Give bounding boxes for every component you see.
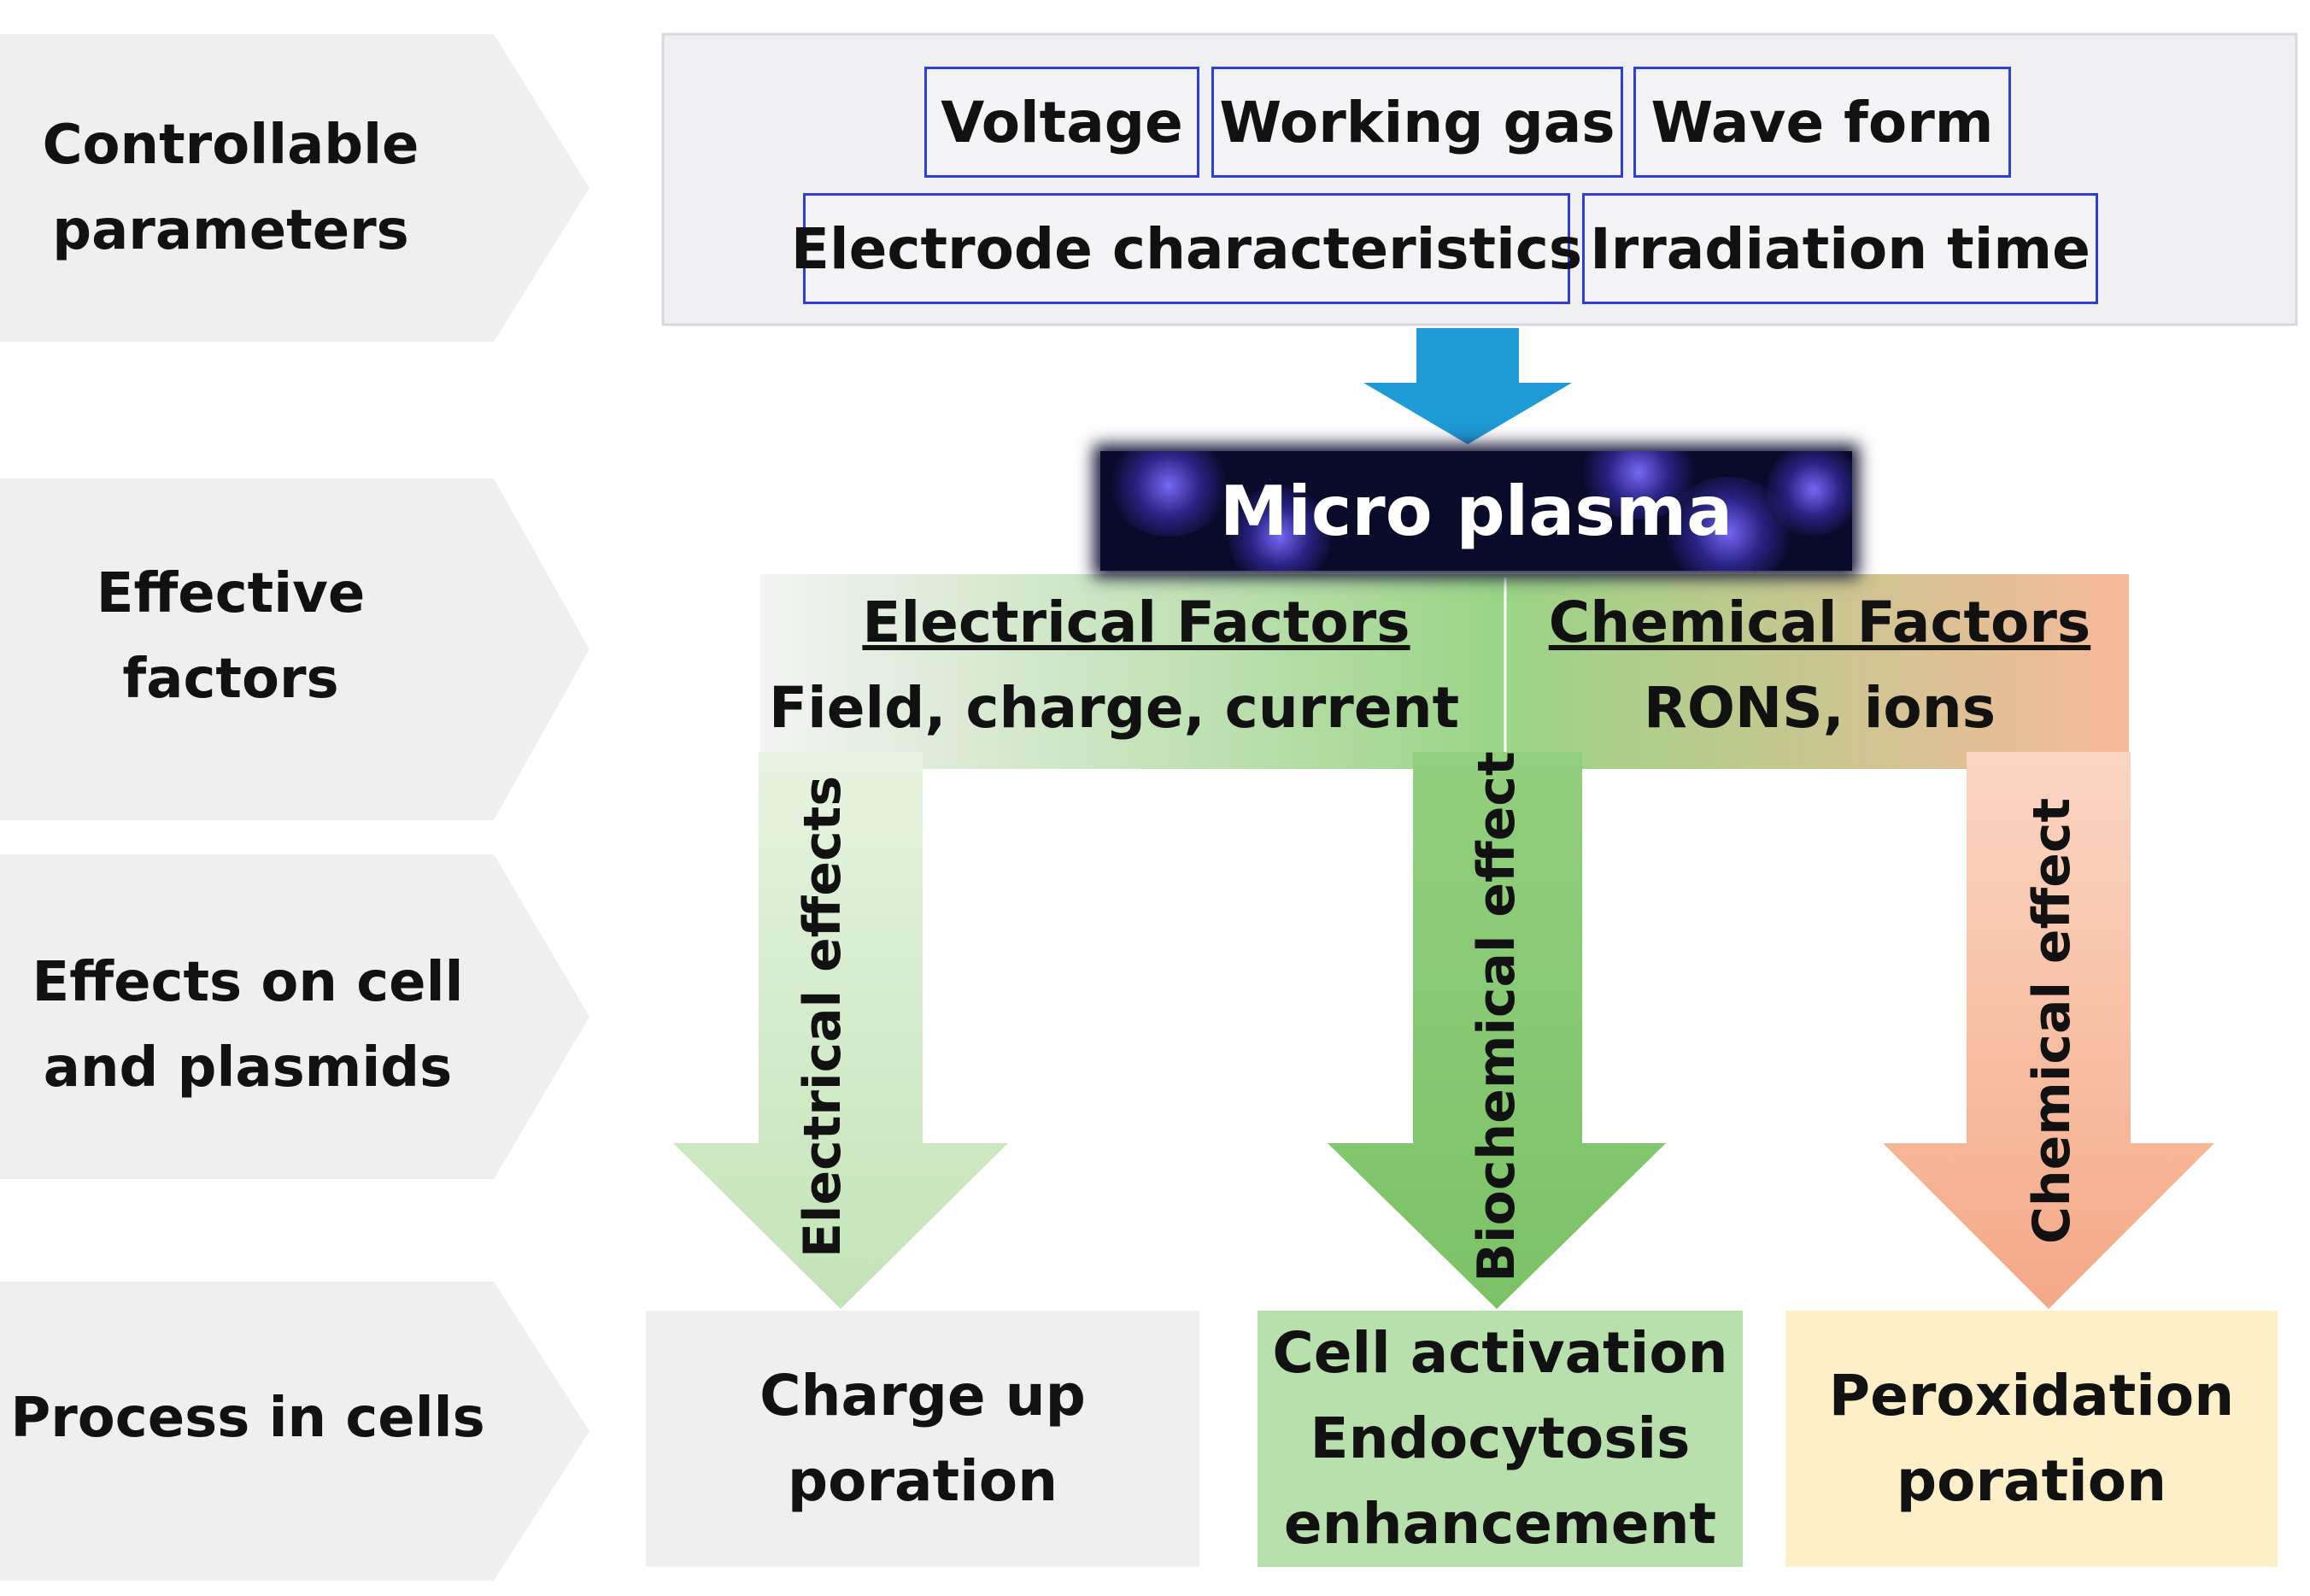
param-voltage: Voltage bbox=[924, 67, 1199, 178]
electrical-factors-subtitle: Field, charge, current bbox=[769, 675, 1460, 741]
chemical-effect-arrow-icon bbox=[1883, 752, 2214, 1309]
chemical-effect-label: Chemical effect bbox=[2022, 797, 2082, 1245]
process-line: Cell activation bbox=[1272, 1320, 1728, 1386]
electrical-factors-band bbox=[760, 574, 1505, 769]
process-line: enhancement bbox=[1283, 1491, 1717, 1557]
process-line: Peroxidation bbox=[1828, 1363, 2235, 1429]
row-label-line: Process in cells bbox=[10, 1387, 485, 1450]
process-electrical: Charge up poration bbox=[646, 1311, 1199, 1567]
process-line: poration bbox=[1896, 1448, 2167, 1514]
row-band-effective bbox=[0, 478, 589, 820]
process-biochemical: Cell activation Endocytosis enhancement bbox=[1258, 1311, 1743, 1567]
process-line: Endocytosis bbox=[1310, 1405, 1691, 1471]
electrical-effect-arrow-icon bbox=[673, 752, 1008, 1309]
micro-plasma-box: Micro plasma bbox=[1100, 451, 1852, 571]
row-band-controllable bbox=[0, 34, 589, 342]
plasma-glow-icon bbox=[1228, 485, 1331, 571]
process-box-electrical bbox=[646, 1311, 1199, 1567]
biochemical-effect-arrow-icon bbox=[1328, 752, 1666, 1309]
chemical-factors-band bbox=[1505, 574, 2129, 769]
process-chemical: Peroxidation poration bbox=[1785, 1311, 2278, 1567]
param-wave-form: Wave form bbox=[1633, 67, 2011, 178]
row-band-process bbox=[0, 1282, 589, 1581]
biochemical-effect-label: Biochemical effect bbox=[1467, 751, 1527, 1282]
process-line: Charge up bbox=[759, 1363, 1086, 1429]
chemical-factors-subtitle: RONS, ions bbox=[1644, 675, 1996, 741]
row-label-line: Effective bbox=[96, 562, 366, 625]
process-line: poration bbox=[787, 1448, 1058, 1514]
process-box-chemical bbox=[1785, 1311, 2278, 1567]
electrical-effects-label: Electrical effects bbox=[793, 775, 853, 1259]
plasma-glow-icon bbox=[1767, 451, 1852, 537]
electrical-factors-title: Electrical Factors bbox=[862, 590, 1410, 655]
chemical-factors-title: Chemical Factors bbox=[1548, 590, 2091, 655]
row-band-effects bbox=[0, 854, 589, 1179]
row-label-process-in-cells: Process in cells bbox=[9, 1376, 487, 1461]
row-label-line: Controllable bbox=[42, 114, 419, 177]
down-arrow-icon bbox=[1363, 328, 1572, 444]
row-label-line: Effects on cell bbox=[32, 951, 464, 1014]
plasma-glow-icon bbox=[1109, 451, 1228, 537]
row-label-effective-factors: Effective factors bbox=[0, 551, 461, 722]
row-label-line: factors bbox=[122, 648, 339, 711]
row-label-line: and plasmids bbox=[43, 1036, 453, 1100]
param-working-gas: Working gas bbox=[1211, 67, 1623, 178]
row-label-effects-on-cell: Effects on cell and plasmids bbox=[9, 940, 487, 1111]
param-electrode-characteristics: Electrode characteristics bbox=[791, 193, 1582, 304]
param-irradiation-time: Irradiation time bbox=[1582, 193, 2098, 304]
micro-plasma-label: Micro plasma bbox=[1219, 471, 1733, 551]
row-label-line: parameters bbox=[52, 199, 409, 262]
row-label-controllable-parameters: Controllable parameters bbox=[0, 103, 461, 273]
process-box-biochemical bbox=[1258, 1311, 1743, 1567]
